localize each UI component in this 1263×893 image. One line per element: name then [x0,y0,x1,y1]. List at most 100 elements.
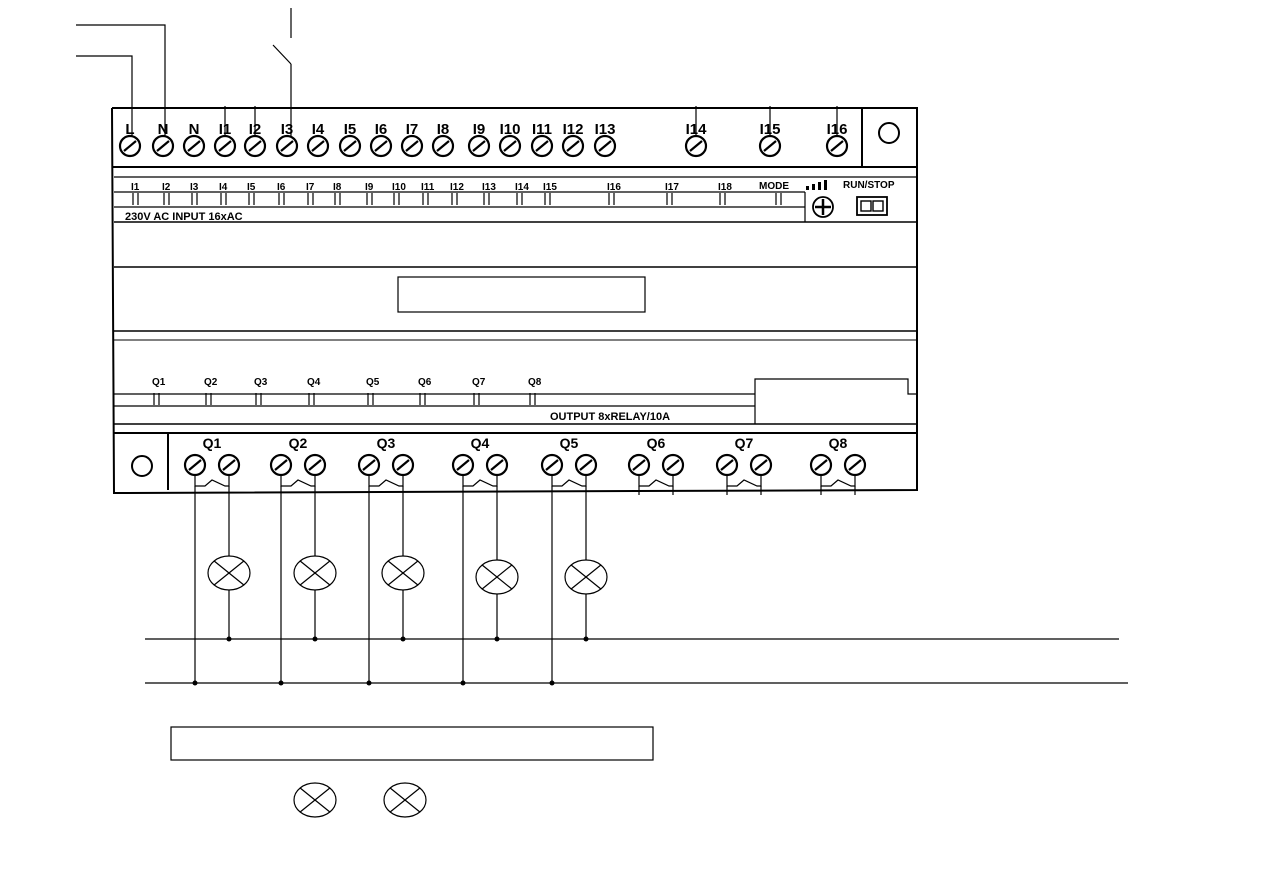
output-screw-q3-b[interactable] [391,453,415,477]
top-terminal-label-i13-15: I13 [595,121,616,138]
relay-contact-q2 [280,475,316,487]
relay-contact-q8 [820,475,856,487]
legend-lamp-2 [383,782,427,818]
output-indicator-led-q6 [419,393,426,405]
load-branch-q3 [366,486,425,686]
input-indicator-led-i11 [422,193,429,205]
top-screw-terminal-13[interactable] [530,134,554,158]
supply-wiring [76,8,292,146]
input-indicator-label-i18: I18 [718,182,732,193]
input-indicator-label-i9: I9 [365,182,374,193]
input-indicator-led-i18 [719,193,726,205]
output-indicator-led-q7 [473,393,480,405]
top-screw-terminal-1[interactable] [151,134,175,158]
output-screw-q7-b[interactable] [749,453,773,477]
top-screw-terminal-17[interactable] [758,134,782,158]
input-indicator-label-i6: I6 [277,182,286,193]
relay-contact-q5 [551,475,587,487]
mode-indicator-led [775,193,782,205]
output-indicator-label-q6: Q6 [418,377,432,388]
output-screw-q8-a[interactable] [809,453,833,477]
input-indicator-led-i2 [163,193,170,205]
top-screw-terminal-4[interactable] [243,134,267,158]
output-screw-q4-b[interactable] [485,453,509,477]
supply-rails [145,638,1128,684]
top-screw-terminal-12[interactable] [498,134,522,158]
input-indicator-led-i17 [666,193,673,205]
output-screw-q1-a[interactable] [183,453,207,477]
output-screw-q2-a[interactable] [269,453,293,477]
output-cover [754,378,917,424]
run-stop-switch[interactable] [856,196,888,216]
output-screw-q2-b[interactable] [303,453,327,477]
output-indicator-label-q2: Q2 [204,377,218,388]
legend-lamp-1 [293,782,337,818]
output-screw-q4-a[interactable] [451,453,475,477]
answer-box[interactable] [170,726,654,761]
top-screw-terminal-7[interactable] [338,134,362,158]
output-indicator-label-q4: Q4 [307,377,321,388]
input-indicator-label-i11: I11 [421,182,435,193]
output-screw-q5-a[interactable] [540,453,564,477]
top-screw-terminal-3[interactable] [213,134,237,158]
input-indicator-led-i7 [307,193,314,205]
top-terminal-label-i8-10: I8 [437,121,450,138]
relay-contact-q6 [638,475,674,487]
top-terminal-label-i10-12: I10 [500,121,521,138]
input-indicator-led-i9 [366,193,373,205]
input-indicator-label-i14: I14 [515,182,529,193]
input-indicator-label-i4: I4 [219,182,228,193]
input-indicator-label-i8: I8 [333,182,342,193]
load-branch-q5 [549,486,608,686]
input-indicator-led-i6 [278,193,285,205]
top-screw-terminal-8[interactable] [369,134,393,158]
load-branch-q4 [460,486,519,686]
mounting-hole-bottom-left [131,455,153,477]
top-terminal-label-i9-11: I9 [473,121,486,138]
output-indicator-led-q4 [308,393,315,405]
input-spec-text: 230V AC INPUT 16xAC [125,211,243,223]
output-screw-q1-b[interactable] [217,453,241,477]
output-screw-q5-b[interactable] [574,453,598,477]
output-screw-q8-b[interactable] [843,453,867,477]
relay-contact-q1 [194,475,230,487]
top-screw-terminal-9[interactable] [400,134,424,158]
wire-line-N [76,24,166,146]
top-terminal-label-i3-5: I3 [281,121,294,138]
signal-bars-icon [806,180,827,190]
top-screw-terminal-18[interactable] [825,134,849,158]
output-screw-q7-a[interactable] [715,453,739,477]
mounting-hole-top-right [878,122,900,144]
display-window [397,276,646,313]
output-screw-q6-a[interactable] [627,453,651,477]
output-indicator-label-q7: Q7 [472,377,486,388]
top-screw-terminal-11[interactable] [467,134,491,158]
top-screw-terminal-10[interactable] [431,134,455,158]
input-indicator-label-i10: I10 [392,182,406,193]
top-screw-terminal-0[interactable] [118,134,142,158]
input-indicator-led-i13 [483,193,490,205]
output-screw-q6-b[interactable] [661,453,685,477]
input-indicator-led-i1 [132,193,139,205]
top-screw-terminal-6[interactable] [306,134,330,158]
input-indicator-led-i4 [220,193,227,205]
top-screw-terminal-5[interactable] [275,134,299,158]
top-screw-terminal-14[interactable] [561,134,585,158]
top-screw-terminal-16[interactable] [684,134,708,158]
top-terminal-label-i6-8: I6 [375,121,388,138]
mode-potentiometer[interactable] [812,196,834,218]
output-terminal-label-q1: Q1 [203,435,222,451]
output-indicator-label-q3: Q3 [254,377,268,388]
lamp-q4 [475,559,519,595]
input-indicator-label-i17: I17 [665,182,679,193]
top-screw-terminal-2[interactable] [182,134,206,158]
top-terminal-label-i11-13: I11 [532,121,552,138]
lamp-q2 [293,555,337,591]
top-screw-terminal-15[interactable] [593,134,617,158]
switch-contact [272,44,292,65]
output-spec-text: OUTPUT 8xRELAY/10A [550,411,670,423]
output-screw-q3-a[interactable] [357,453,381,477]
output-indicator-label-q1: Q1 [152,377,166,388]
relay-contact-q4 [462,475,498,487]
